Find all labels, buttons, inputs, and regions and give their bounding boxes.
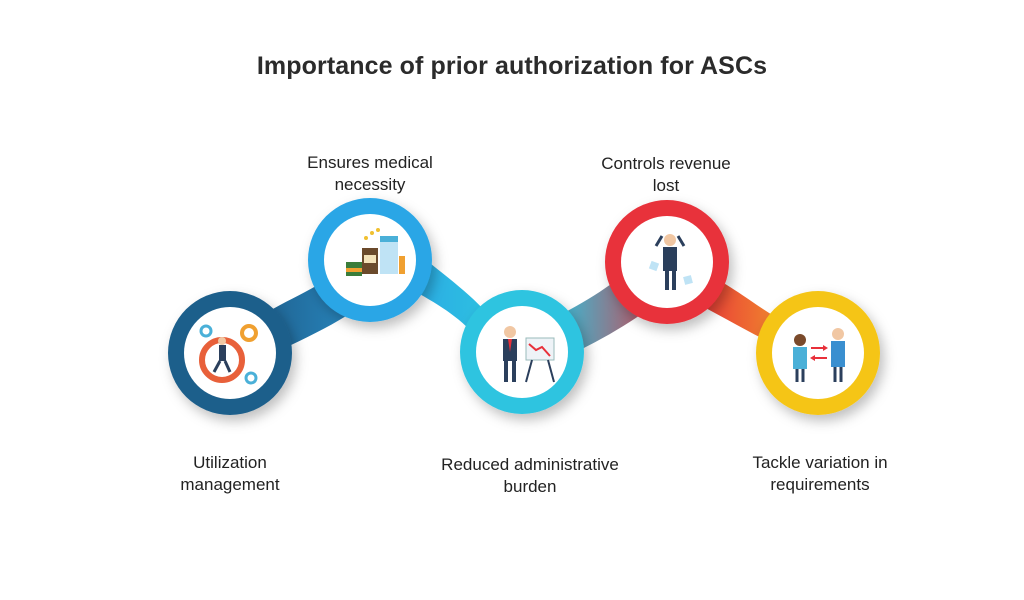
gears-runner-icon	[199, 324, 258, 385]
step-circle-utilization	[168, 291, 292, 415]
label-medical-necessity: Ensures medical necessity	[307, 153, 433, 194]
label-variation: Tackle variation in requirements	[752, 453, 888, 494]
step-circle-variation	[756, 291, 880, 415]
step-circle-administrative	[460, 290, 584, 414]
diagram-title: Importance of prior authorization for AS…	[256, 52, 768, 80]
stressed-presenter-icon	[503, 326, 555, 383]
two-people-exchange-icon	[793, 328, 845, 382]
frustrated-man-icon	[648, 234, 693, 290]
label-administrative: Reduced administrative burden	[441, 455, 619, 496]
medicine-bottles-icon	[346, 228, 405, 276]
label-utilization: Utilization management	[180, 453, 280, 494]
label-revenue: Controls revenue lost	[601, 154, 731, 195]
